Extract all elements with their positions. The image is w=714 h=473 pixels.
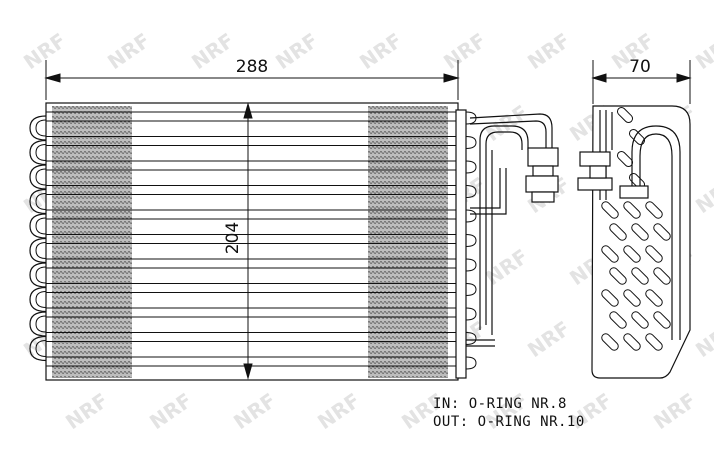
front-view <box>29 102 559 381</box>
side-outline <box>591 105 691 379</box>
dimension-width <box>44 60 460 100</box>
watermark-text: NRF <box>61 388 112 434</box>
right-header-loops <box>465 111 477 370</box>
watermark-text: NRF <box>691 316 714 362</box>
watermark-text: NRF <box>103 28 154 74</box>
height-label: 204 <box>223 222 243 254</box>
width-label: 288 <box>236 57 268 77</box>
dimension-height <box>243 102 253 380</box>
watermark-text: NRF <box>145 388 196 434</box>
watermark-text: NRF <box>523 316 574 362</box>
watermark-text: NRF <box>439 28 490 74</box>
side-view <box>577 105 691 379</box>
watermark-text: NRF <box>481 244 532 290</box>
fin-zone-left <box>52 106 132 378</box>
pipe-assembly <box>466 113 559 347</box>
watermark-text: NRF <box>355 28 406 74</box>
watermark-text: NRF <box>523 28 574 74</box>
watermark-text: NRF <box>649 388 700 434</box>
watermark-text: NRF <box>691 172 714 218</box>
fin-zone-right <box>368 106 448 378</box>
outlet-note: OUT: O-RING NR.10 <box>433 414 585 430</box>
watermark-text: NRF <box>271 28 322 74</box>
watermark-text: NRF <box>19 28 70 74</box>
right-header <box>455 109 467 379</box>
depth-label: 70 <box>629 57 651 77</box>
inlet-note: IN: O-RING NR.8 <box>433 396 567 412</box>
dimension-depth <box>591 60 692 104</box>
watermark-text: NRF <box>187 28 238 74</box>
left-header <box>29 115 47 362</box>
watermark-text: NRF <box>313 388 364 434</box>
watermark-text: NRF <box>229 388 280 434</box>
watermark-text: NRF <box>691 28 714 74</box>
